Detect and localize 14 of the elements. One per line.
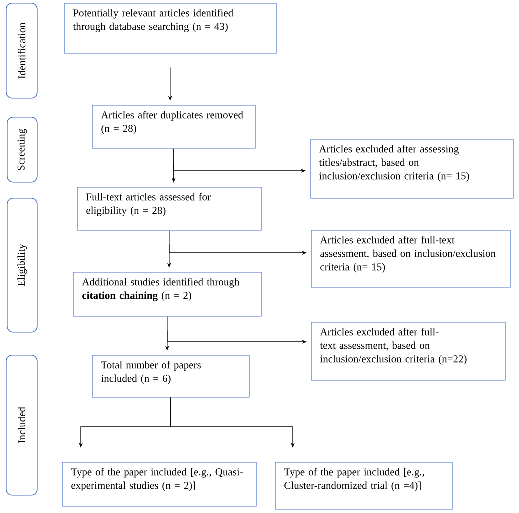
exclusion-box: Articles excluded after full-text assessment, based on inclusion/exclusion criteria (n=22) bbox=[311, 322, 506, 381]
process-box: Total number of papers included (n = 6) bbox=[92, 355, 250, 398]
process-box: Articles after duplicates removed (n = 28) bbox=[92, 105, 256, 149]
stage-label: Screening bbox=[7, 117, 38, 183]
exclusion-box: Articles excluded after assessing titles/abstract, based on inclusion/exclusion criteria (n= 15) bbox=[310, 139, 514, 199]
process-box: Type of the paper included [e.g., Cluster-randomized trial (n =4)] bbox=[275, 462, 453, 510]
stage-label: Eligibility bbox=[7, 198, 38, 333]
process-box: Additional studies identified through citation chaining (n = 2) bbox=[73, 272, 262, 317]
process-box: Full-text articles assessed for eligibility (n = 28) bbox=[77, 187, 262, 231]
stage-label: Identification bbox=[6, 3, 38, 99]
exclusion-box: Articles excluded after full-text assessment, based on inclusion/exclusion criteria (n= 15) bbox=[311, 230, 511, 288]
process-box: Potentially relevant articles identified through database searching (n = 43) bbox=[64, 3, 277, 54]
process-box: Type of the paper included [e.g., Quasi-experimental studies (n = 2)] bbox=[62, 462, 257, 507]
stage-label: Included bbox=[6, 355, 38, 496]
